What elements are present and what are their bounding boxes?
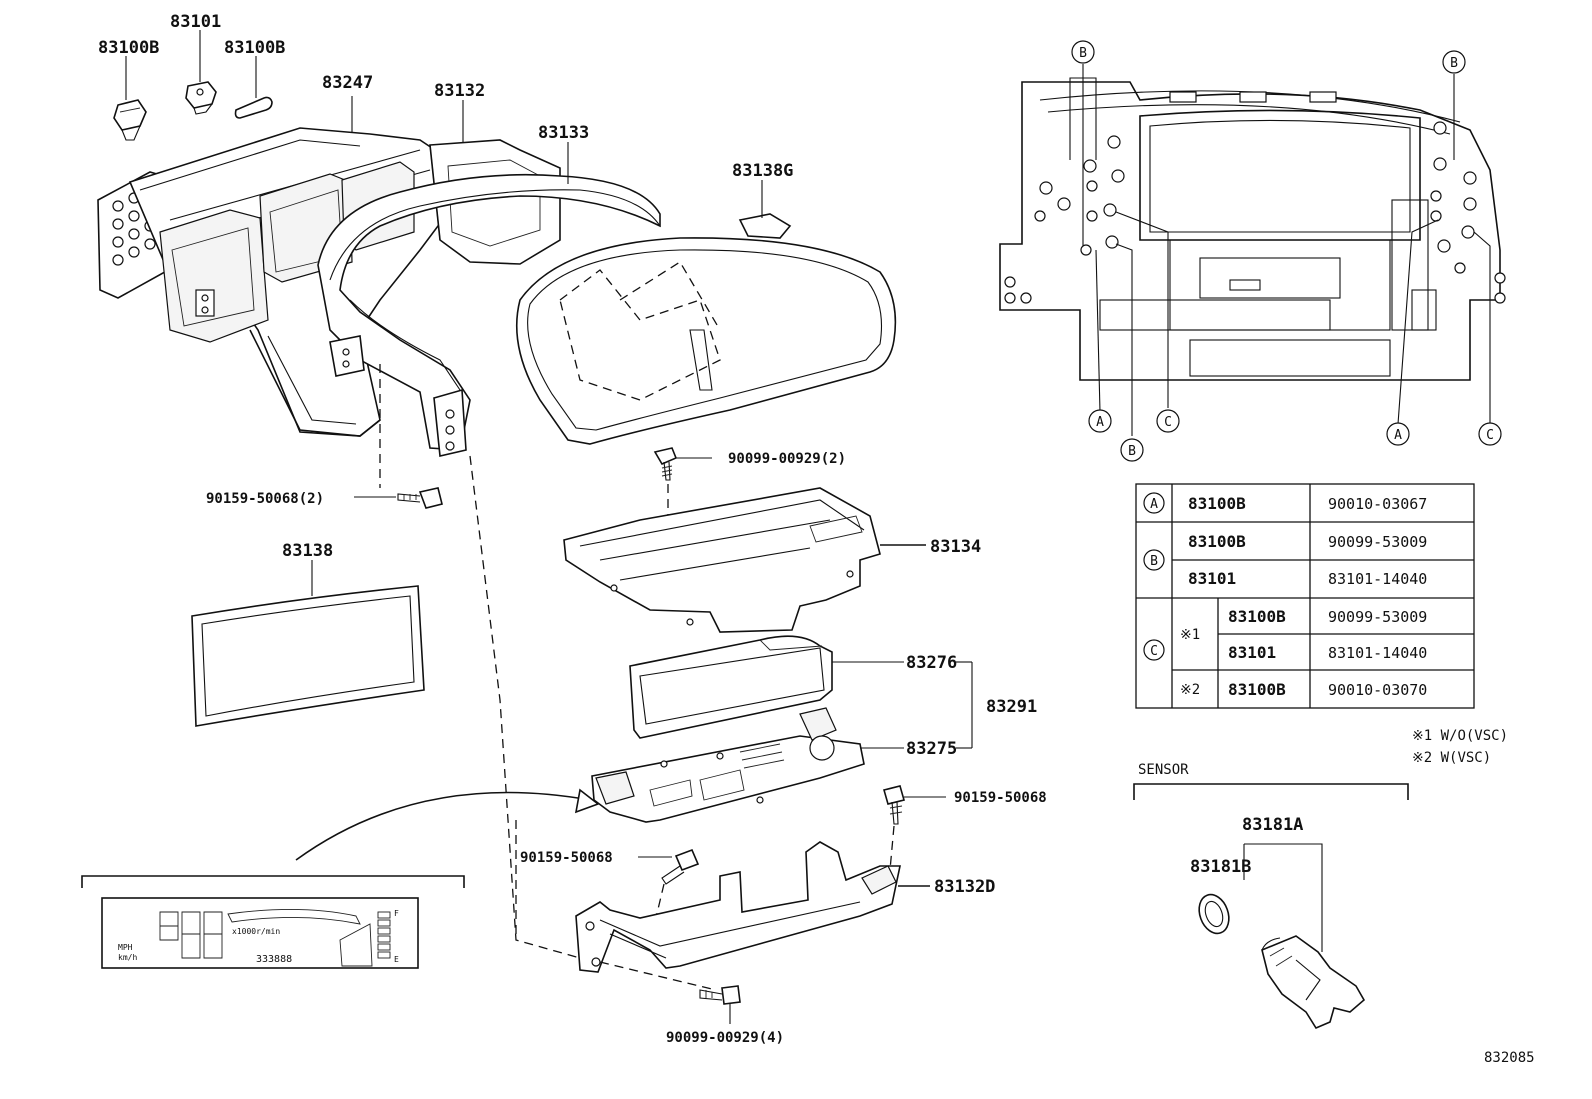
screw-90099-00929-bottom	[699, 985, 741, 1005]
tachometer-bar	[227, 909, 373, 967]
speed-sensor-83181a	[1261, 935, 1366, 1030]
lower-case-83132d	[575, 841, 901, 973]
callout-a-bottom-left: A	[1088, 409, 1112, 433]
screw-90159-50068-right	[883, 785, 905, 825]
svg-text:B: B	[1150, 554, 1158, 569]
display-kmh-label: km/h	[118, 953, 137, 962]
screw-90159-50068-left	[397, 487, 443, 509]
label-90099-00929-2: 90099-00929(2)	[728, 451, 846, 467]
meter-hood-83133	[317, 173, 661, 457]
label-83132: 83132	[434, 81, 485, 101]
table-row-3-code: 90099-53009	[1328, 608, 1427, 626]
svg-text:B: B	[1079, 46, 1087, 61]
label-83276: 83276	[906, 653, 957, 673]
label-83181a: 83181A	[1242, 815, 1303, 835]
table-row-0-code: 90010-03067	[1328, 495, 1427, 513]
table-row-0-part: 83100B	[1188, 494, 1246, 513]
svg-text:C: C	[1150, 644, 1158, 659]
label-83100b-right: 83100B	[224, 38, 285, 58]
sensor-section	[1133, 783, 1409, 1030]
label-83138: 83138	[282, 541, 333, 561]
label-90159-50068-mid: 90159-50068	[520, 850, 613, 866]
screw-90099-00929-top	[653, 447, 678, 481]
label-83247: 83247	[322, 73, 373, 93]
diagram-reference-number: 832085	[1484, 1050, 1535, 1066]
table-group-a: A	[1143, 492, 1165, 514]
svg-text:C: C	[1486, 428, 1494, 443]
label-sensor: SENSOR	[1138, 762, 1189, 778]
circuit-board-83275	[591, 707, 865, 823]
callout-b-top-left: B	[1071, 40, 1095, 64]
display-digits	[159, 911, 223, 959]
label-90159-50068-2: 90159-50068(2)	[206, 491, 324, 507]
bulb-table: A B C ※1 ※2 83100B 90010-03067 83100B 90…	[1135, 483, 1475, 709]
table-sub1: ※1	[1180, 627, 1200, 643]
rear-left-sockets	[1004, 135, 1125, 304]
svg-text:B: B	[1450, 56, 1458, 71]
bulb-83100b-right	[234, 96, 273, 119]
table-row-1-code: 90099-53009	[1328, 533, 1427, 551]
label-83133: 83133	[538, 123, 589, 143]
upper-board-case-83134	[563, 487, 881, 633]
display-inset: MPH km/h x1000r/min 333888 F E	[81, 788, 600, 969]
table-group-b: B	[1143, 549, 1165, 571]
label-90099-00929-4: 90099-00929(4)	[666, 1030, 784, 1046]
label-83132d: 83132D	[934, 877, 995, 897]
fuel-gauge	[377, 911, 391, 959]
reflector-83276	[629, 635, 833, 739]
callout-c-bottom-left: C	[1156, 409, 1180, 433]
rear-view-diagram	[999, 64, 1506, 436]
table-row-2-code: 83101-14040	[1328, 570, 1427, 588]
display-fuel-full: F	[394, 909, 399, 918]
table-row-5-part: 83100B	[1228, 680, 1286, 699]
table-row-5-code: 90010-03070	[1328, 681, 1427, 699]
display-tach-unit: x1000r/min	[232, 927, 280, 936]
label-83275: 83275	[906, 739, 957, 759]
callout-b-bottom: B	[1120, 438, 1144, 462]
label-83134: 83134	[930, 537, 981, 557]
svg-text:A: A	[1096, 415, 1104, 430]
table-row-4-code: 83101-14040	[1328, 644, 1427, 662]
table-row-1-part: 83100B	[1188, 532, 1246, 551]
display-fuel-empty: E	[394, 955, 399, 964]
svg-text:A: A	[1150, 497, 1158, 512]
callout-a-bottom-right: A	[1386, 422, 1410, 446]
label-83101: 83101	[170, 12, 221, 32]
callout-b-top-right: B	[1442, 50, 1466, 74]
display-lens-83138	[191, 585, 425, 727]
table-row-4-part: 83101	[1228, 643, 1276, 662]
display-mph-label: MPH	[118, 943, 133, 952]
table-row-3-part: 83100B	[1228, 607, 1286, 626]
table-row-2-part: 83101	[1188, 569, 1236, 588]
svg-text:C: C	[1164, 415, 1172, 430]
rear-case-83247	[97, 127, 451, 437]
label-83100b-left: 83100B	[98, 38, 159, 58]
rear-right-sockets	[1430, 121, 1506, 304]
socket-83100b-left	[113, 99, 147, 141]
callout-c-bottom-right: C	[1478, 422, 1502, 446]
note-1: ※1 W/O(VSC)	[1412, 728, 1508, 744]
note-2: ※2 W(VSC)	[1412, 750, 1491, 766]
display-odometer: 333888	[256, 954, 292, 965]
meter-assembly-83132	[429, 139, 561, 265]
svg-text:A: A	[1394, 428, 1402, 443]
label-83138g: 83138G	[732, 161, 793, 181]
label-83291: 83291	[986, 697, 1037, 717]
table-sub2: ※2	[1180, 682, 1200, 698]
socket-83101	[185, 81, 217, 115]
label-90159-50068-right: 90159-50068	[954, 790, 1047, 806]
cluster-glass-83138g	[515, 213, 897, 445]
label-83181b: 83181B	[1190, 857, 1251, 877]
screw-90159-50068-mid	[661, 848, 700, 885]
table-group-c: C	[1143, 639, 1165, 661]
svg-text:B: B	[1128, 444, 1136, 459]
